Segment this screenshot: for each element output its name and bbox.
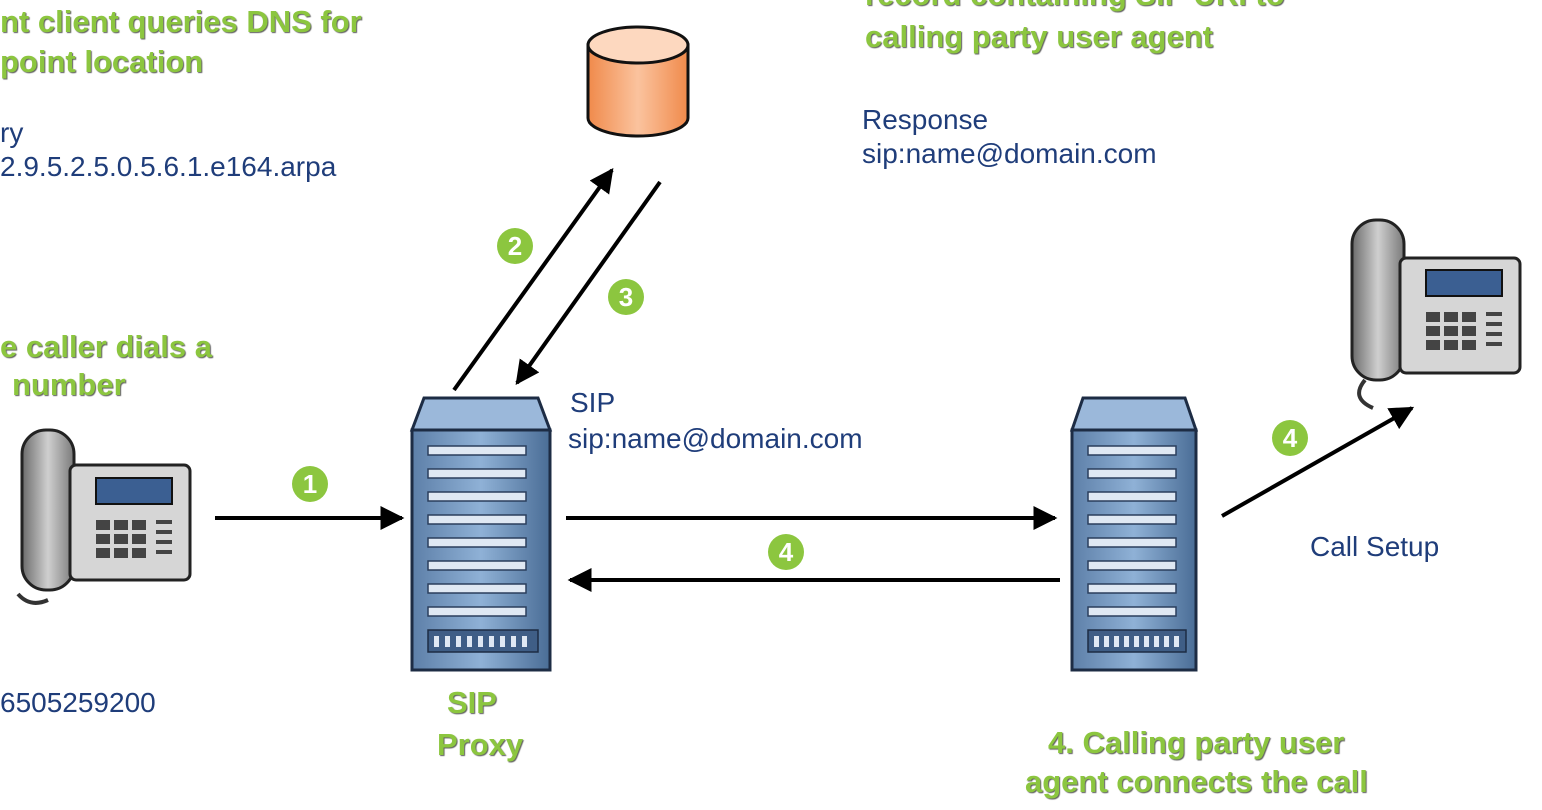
step2-query-label: ry (0, 117, 24, 148)
step2-title-line1: nt client queries DNS for (0, 4, 362, 39)
step1-title-line1: e caller dials a (0, 329, 212, 364)
sip-proxy-server-icon (409, 396, 553, 672)
sip-message-label: SIP (570, 387, 616, 418)
caller-phone-icon (16, 428, 192, 605)
step1-title-line2: number (12, 367, 126, 402)
proxy-label-line2: Proxy (437, 727, 524, 762)
step-badge-3: 3 (608, 279, 644, 315)
step3-title-line2: calling party user agent (865, 19, 1213, 54)
arrow-dns-to-proxy (515, 180, 662, 385)
call-setup-label: Call Setup (1310, 531, 1440, 562)
step-badge-1: 1 (292, 466, 328, 502)
step3-title-line1: record containing SIP URI to (865, 0, 1285, 11)
dns-database-icon (586, 25, 690, 138)
step-badge-4-proxy: 4 (768, 534, 804, 570)
step2-title-line2: point location (0, 44, 204, 79)
step-badge-2: 2 (497, 228, 533, 264)
step4-title-line2: agent connects the call (1025, 764, 1368, 799)
sip-message-value: sip:name@domain.com (568, 423, 863, 454)
user-agent-server-icon (1069, 396, 1199, 672)
step2-query-value: 2.9.5.2.5.0.5.6.1.e164.arpa (0, 151, 337, 182)
arrow-agent-to-phone (1221, 406, 1415, 518)
step3-response-value: sip:name@domain.com (862, 138, 1157, 169)
proxy-label-line1: SIP (447, 685, 497, 720)
dialed-number: 6505259200 (0, 687, 156, 718)
callee-phone-icon (1350, 218, 1522, 410)
step4-title-line1: 4. Calling party user (1048, 725, 1345, 760)
step-badge-4-phone: 4 (1272, 420, 1308, 456)
step3-response-label: Response (862, 104, 989, 135)
arrow-proxy-to-dns (452, 168, 614, 392)
